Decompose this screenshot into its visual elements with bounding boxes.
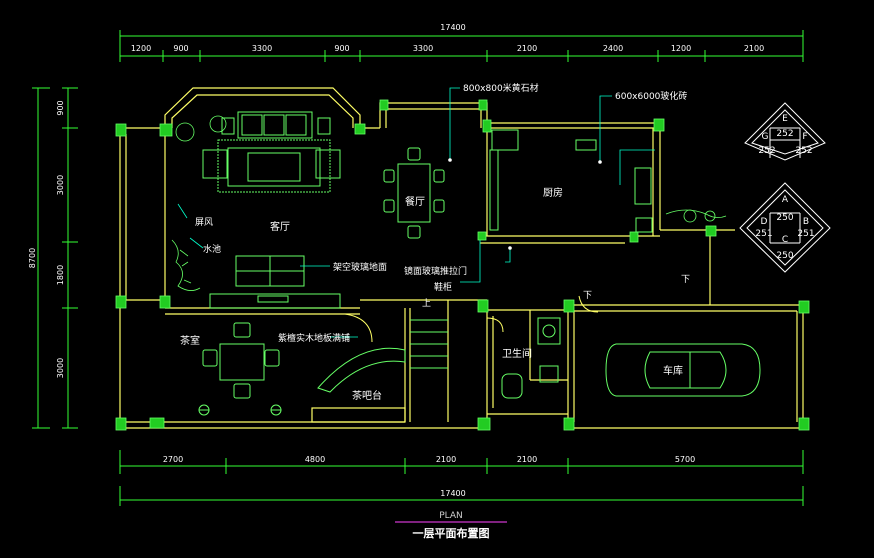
leader-lines	[177, 87, 655, 338]
room-tea-room: 茶室	[180, 334, 200, 347]
dim-left-4: 3000	[56, 358, 65, 378]
elev-abcd-right: B	[803, 217, 809, 227]
dim-top-6: 2100	[517, 44, 537, 53]
dim-left-1: 900	[56, 100, 65, 115]
dim-bottom-1: 2700	[163, 455, 183, 464]
elev-abcd-value-top: 250	[776, 213, 793, 223]
label-shoe-cabinet: 鞋柜	[434, 281, 452, 293]
dim-left-2: 3000	[56, 175, 65, 195]
elev-efg-value-top: 252	[776, 129, 793, 139]
dim-bottom-4: 2100	[517, 455, 537, 464]
marker-down-garage: 下	[681, 275, 690, 285]
bottom-dimension-lines	[119, 450, 804, 506]
leader-dot-tile	[598, 160, 602, 164]
label-tile: 600x6000玻化砖	[615, 90, 687, 102]
dim-bottom-5: 5700	[675, 455, 695, 464]
marker-down-kitchen: 下	[583, 291, 592, 301]
dim-top-9: 2100	[744, 44, 764, 53]
walls	[119, 87, 804, 429]
plan-title: 一层平面布置图	[413, 526, 490, 540]
elev-abcd-bottom: C	[782, 235, 788, 245]
dim-top-total: 17400	[440, 23, 465, 32]
room-tea-bar: 茶吧台	[352, 389, 382, 402]
dim-bottom-2: 4800	[305, 455, 325, 464]
room-dining: 餐厅	[405, 195, 425, 208]
top-dimension-lines	[119, 30, 804, 62]
elev-abcd-value-left: 251	[755, 229, 772, 239]
leader-dot-stone	[448, 158, 452, 162]
label-stone: 800x800米黄石材	[463, 82, 539, 94]
plants	[171, 115, 727, 291]
elevation-symbol-abcd	[739, 182, 831, 273]
dim-top-3: 3300	[252, 44, 272, 53]
dim-bottom-3: 2100	[436, 455, 456, 464]
elevation-symbol-efg	[744, 102, 826, 161]
label-glass-floor: 架空玻璃地面	[333, 261, 387, 273]
dim-top-8: 1200	[671, 44, 691, 53]
dim-top-2: 900	[173, 44, 188, 53]
left-dimension-lines	[32, 87, 78, 429]
label-screen: 屏风	[195, 217, 213, 228]
label-pool: 水池	[203, 243, 221, 255]
elev-abcd-left: D	[761, 217, 768, 227]
room-bathroom: 卫生间	[502, 347, 532, 360]
room-living: 客厅	[270, 220, 290, 233]
label-wood-floor: 紫檀实木地板满铺	[278, 332, 350, 344]
elev-abcd-value-bottom: 250	[776, 251, 793, 261]
dim-left-3: 1800	[56, 265, 65, 285]
elev-abcd-value-right: 251	[797, 229, 814, 239]
plan-subtitle: PLAN	[439, 511, 463, 521]
elev-efg-left: G	[762, 132, 769, 142]
dim-left-total: 8700	[28, 248, 37, 268]
dim-top-5: 3300	[413, 44, 433, 53]
elev-efg-right: F	[802, 132, 807, 142]
leader-dot-mirror	[508, 246, 512, 250]
wall-posts	[115, 99, 810, 431]
elev-abcd-top: A	[782, 195, 789, 205]
dim-bottom-total: 17400	[440, 489, 465, 498]
room-kitchen: 厨房	[543, 186, 563, 199]
furniture	[198, 111, 761, 416]
dim-top-1: 1200	[131, 44, 151, 53]
marker-up: 上	[422, 298, 431, 309]
dim-top-4: 900	[334, 44, 349, 53]
elev-efg-value-right: 252	[795, 146, 812, 156]
elev-efg-value-left: 252	[758, 146, 775, 156]
room-garage: 车库	[663, 364, 683, 377]
elev-efg-top: E	[782, 114, 788, 124]
label-mirror-door: 镜面玻璃推拉门	[404, 265, 467, 277]
dim-top-7: 2400	[603, 44, 623, 53]
